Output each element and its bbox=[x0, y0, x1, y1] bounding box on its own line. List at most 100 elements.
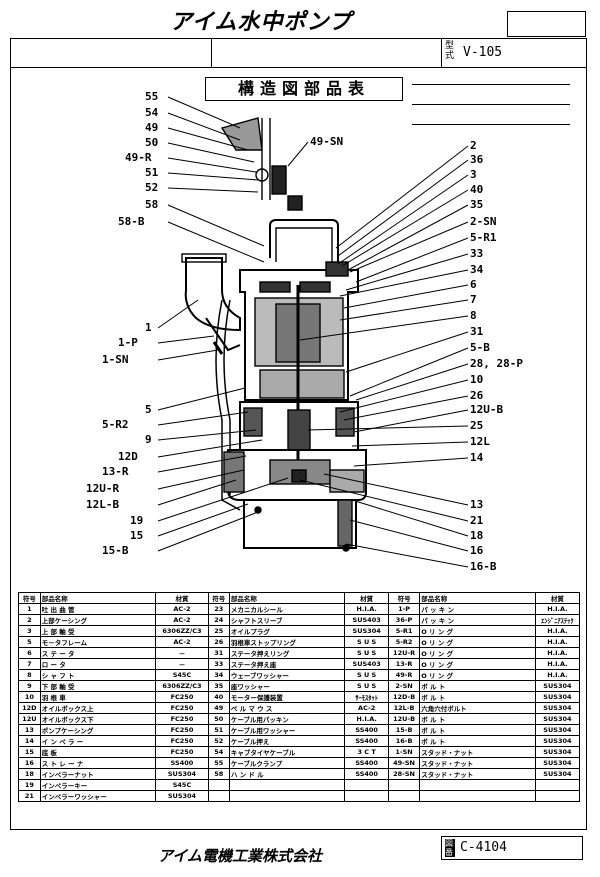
table-cell bbox=[419, 779, 536, 791]
table-cell: シ ャ フ ト bbox=[39, 669, 157, 681]
callout-label: 1-P bbox=[118, 336, 138, 349]
table-cell: 16 bbox=[18, 757, 41, 769]
table-cell: 54 bbox=[207, 746, 230, 758]
blank-line bbox=[412, 104, 570, 105]
table-cell: スタッド・ナット bbox=[419, 746, 536, 758]
table-cell: SUS304 bbox=[534, 724, 581, 736]
table-cell: ｻｰﾓｽﾀｯﾄ bbox=[344, 691, 389, 703]
table-cell: ボ ル ト bbox=[419, 724, 536, 736]
table-cell: S U S bbox=[344, 680, 389, 692]
callout-label: 13 bbox=[470, 498, 484, 511]
table-cell: S U S bbox=[344, 636, 389, 648]
table-cell: モ－タフレーム bbox=[39, 636, 157, 648]
table-cell: 1-SN bbox=[387, 746, 421, 758]
table-cell: FC250 bbox=[155, 735, 209, 747]
table-cell: 2-SN bbox=[387, 680, 421, 692]
table-cell: ハ ン ド ル bbox=[228, 768, 346, 780]
table-cell: S U S bbox=[344, 669, 389, 681]
table-cell: 36-P bbox=[387, 614, 421, 626]
drawing-number: C-4104 bbox=[460, 840, 507, 855]
table-header-cell: 材質 bbox=[344, 592, 389, 604]
table-cell: SS400 bbox=[344, 757, 389, 769]
table-cell: SUS304 bbox=[534, 757, 581, 769]
table-cell: ケーブルクランプ bbox=[228, 757, 346, 769]
table-header-cell: 部品名称 bbox=[39, 592, 157, 604]
table-cell: H.I.A. bbox=[534, 647, 581, 659]
table-cell: 35 bbox=[207, 680, 230, 692]
table-cell: ケーブル押え bbox=[228, 735, 346, 747]
callout-label: 34 bbox=[470, 263, 484, 276]
table-cell: 15 bbox=[18, 746, 41, 758]
table-cell bbox=[534, 779, 581, 791]
callout-label: 7 bbox=[470, 293, 477, 306]
callout-label: 36 bbox=[470, 153, 484, 166]
callout-label: 50 bbox=[145, 136, 159, 149]
table-cell: 18 bbox=[18, 768, 41, 780]
table-cell: SUS304 bbox=[344, 625, 389, 637]
callout-label: 26 bbox=[470, 389, 484, 402]
table-cell: 6 bbox=[18, 647, 41, 659]
callout-label: 12D bbox=[118, 450, 138, 463]
table-cell: 25 bbox=[207, 625, 230, 637]
table-cell: 28-SN bbox=[387, 768, 421, 780]
table-header-cell: 材質 bbox=[534, 592, 581, 604]
table-cell: 16-B bbox=[387, 735, 421, 747]
callout-label: 16 bbox=[470, 544, 484, 557]
table-cell: S U S bbox=[344, 647, 389, 659]
callout-label: 12L-B bbox=[86, 498, 120, 511]
table-cell: パ ッ キ ン bbox=[419, 614, 536, 626]
table-cell: SUS403 bbox=[344, 614, 389, 626]
parts-title: 構造図部品表 bbox=[205, 77, 403, 101]
callout-label: 33 bbox=[470, 247, 484, 260]
table-cell: 19 bbox=[18, 779, 41, 791]
table-cell: 13 bbox=[18, 724, 41, 736]
table-cell: SUS403 bbox=[344, 658, 389, 670]
drawing-number-box: 図番 C-4104 bbox=[441, 836, 583, 860]
table-cell: 6306ZZ/C3 bbox=[155, 625, 209, 637]
table-cell: SUS304 bbox=[155, 790, 209, 802]
table-cell: ボ ル ト bbox=[419, 691, 536, 703]
table-cell: － bbox=[155, 658, 209, 670]
table-cell: 羽根車ストップリング bbox=[228, 636, 346, 648]
callout-label: 5-B bbox=[470, 341, 490, 354]
table-cell: 3 C T bbox=[344, 746, 389, 758]
callout-label: 58-B bbox=[118, 215, 145, 228]
callout-label: 55 bbox=[145, 90, 159, 103]
callout-label: 25 bbox=[470, 419, 484, 432]
callout-label: 18 bbox=[470, 529, 484, 542]
table-cell: 49-SN bbox=[387, 757, 421, 769]
table-cell: 10 bbox=[18, 691, 41, 703]
callout-label: 10 bbox=[470, 373, 484, 386]
table-cell: シャフトスリーブ bbox=[228, 614, 346, 626]
table-cell: オイルプラグ bbox=[228, 625, 346, 637]
table-cell: 13-R bbox=[387, 658, 421, 670]
callout-label: 3 bbox=[470, 168, 477, 181]
table-cell: 底 板 bbox=[39, 746, 157, 758]
table-cell: S45C bbox=[155, 669, 209, 681]
callout-label: 5-R2 bbox=[102, 418, 129, 431]
table-cell: SUS304 bbox=[155, 768, 209, 780]
table-cell: ボ ル ト bbox=[419, 735, 536, 747]
callout-label: 31 bbox=[470, 325, 484, 338]
table-cell: 5-R1 bbox=[387, 625, 421, 637]
table-cell: 24 bbox=[207, 614, 230, 626]
table-cell: 52 bbox=[207, 735, 230, 747]
callout-label: 15-B bbox=[102, 544, 129, 557]
table-cell: 34 bbox=[207, 669, 230, 681]
callout-label: 58 bbox=[145, 198, 159, 211]
table-cell: AC-2 bbox=[155, 614, 209, 626]
table-cell bbox=[344, 790, 389, 802]
callout-label: 8 bbox=[470, 309, 477, 322]
table-cell: 12D-B bbox=[387, 691, 421, 703]
callout-label: 12L bbox=[470, 435, 490, 448]
table-cell: スタッド・ナット bbox=[419, 757, 536, 769]
table-cell: SS400 bbox=[344, 724, 389, 736]
